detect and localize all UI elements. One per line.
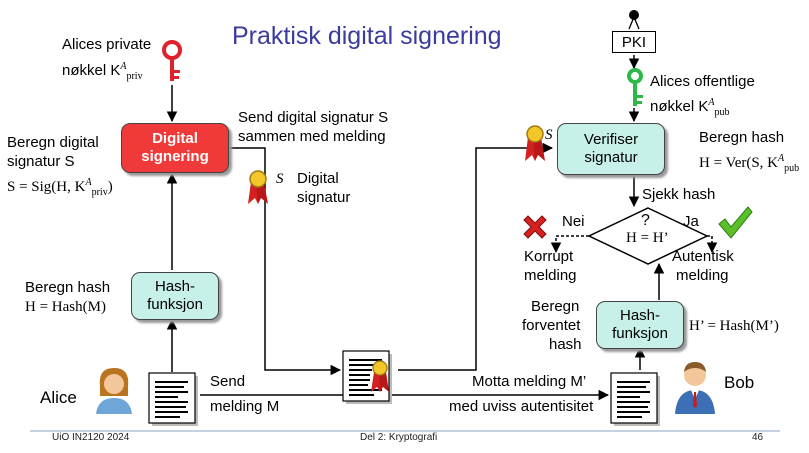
alice-document-icon	[148, 372, 198, 426]
yes-label: Ja	[683, 213, 699, 230]
received-document-icon	[610, 372, 660, 426]
send-signature-label-1: Send digital signatur S	[238, 109, 389, 126]
authentic-label-1: Autentisk	[672, 248, 734, 265]
hash-left-formula: H = Hash(M)	[25, 299, 106, 315]
corrupt-label-2: melding	[524, 267, 577, 284]
send-signature-label-2: sammen med melding	[238, 128, 386, 145]
corrupt-label-1: Korrupt	[524, 248, 574, 265]
private-key-icon	[162, 40, 182, 81]
private-key-label-2: nøkkel KApriv	[62, 61, 143, 82]
check-icon	[718, 206, 753, 239]
cross-icon	[523, 215, 547, 239]
expected-hash-label-3: hash	[549, 336, 582, 353]
receive-message-label-1: Motta melding M’	[472, 373, 587, 390]
hash-function-box-right: Hash-funksjon	[596, 301, 684, 349]
digital-signature-label-1: Digital	[297, 170, 339, 187]
digital-signature-label-2: signatur	[297, 189, 351, 206]
signature-formula: S = Sig(H, KApriv)	[7, 177, 113, 198]
expected-hash-label-2: forventet	[522, 317, 581, 334]
private-key-label-1: Alices private	[62, 36, 152, 53]
send-message-label-1: Send	[210, 373, 246, 390]
slide-title: Praktisk digital signering	[232, 22, 502, 50]
hash-right-formula: H = Ver(S, KApub	[699, 153, 800, 174]
signature-symbol: S	[276, 171, 284, 187]
bob-label: Bob	[724, 373, 755, 392]
decision-question: ?	[641, 212, 650, 229]
signed-document-icon	[342, 350, 392, 404]
verify-signature-symbol: S	[545, 127, 553, 143]
compute-hash-right-label: Beregn hash	[699, 129, 785, 146]
compute-hash-left-label: Beregn hash	[25, 279, 111, 296]
footer-page-number: 46	[752, 432, 764, 443]
seal-icon-left	[248, 170, 268, 204]
compute-signature-label-1: Beregn digital	[7, 134, 99, 151]
expected-hash-label-1: Beregn	[531, 298, 580, 315]
check-hash-label: Sjekk hash	[642, 186, 716, 203]
alice-label: Alice	[40, 388, 77, 407]
seal-icon-right	[525, 125, 545, 161]
receive-message-label-2: med uviss autentisitet	[449, 398, 594, 415]
compute-signature-label-2: signatur S	[7, 153, 75, 170]
authentic-label-2: melding	[676, 267, 729, 284]
footer-section: Del 2: Kryptografi	[360, 432, 438, 443]
alice-avatar-icon	[96, 368, 132, 414]
no-label: Nei	[562, 213, 585, 230]
hash-function-box-left: Hash-funksjon	[131, 272, 219, 320]
pki-pin-icon	[628, 10, 640, 30]
decision-formula: H = H’	[626, 230, 669, 246]
public-key-label-1: Alices offentlige	[650, 73, 755, 90]
send-message-label-2: melding M	[210, 398, 280, 415]
public-key-icon	[627, 68, 643, 106]
public-key-label-2: nøkkel KApub	[650, 97, 730, 118]
pki-box: PKI	[612, 31, 656, 53]
bob-avatar-icon	[675, 362, 715, 414]
expected-hash-formula: H’ = Hash(M’)	[689, 318, 779, 334]
footer-course: UiO IN2120 2024	[52, 432, 130, 443]
